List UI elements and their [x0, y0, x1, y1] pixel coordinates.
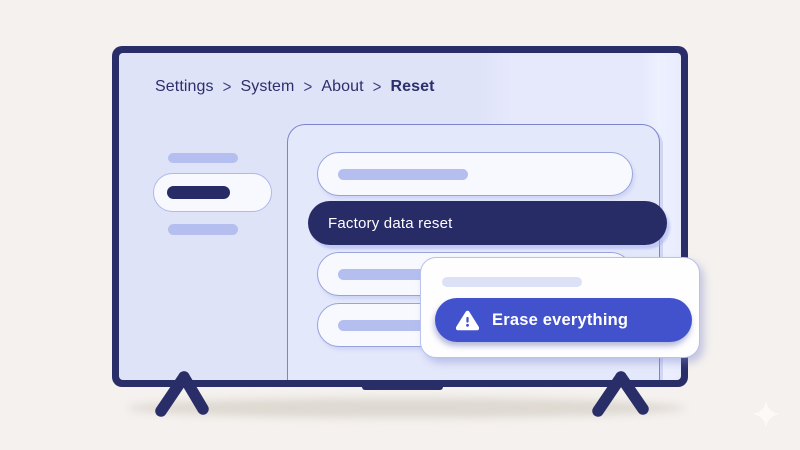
breadcrumb-separator-icon: > — [222, 77, 232, 97]
sparkle-icon — [752, 400, 780, 428]
menu-row-placeholder — [338, 169, 468, 180]
sidebar-placeholder-item — [168, 153, 238, 163]
erase-everything-button[interactable]: Erase everything — [435, 298, 692, 342]
breadcrumb-item-settings[interactable]: Settings — [155, 78, 214, 95]
menu-row-placeholder — [338, 320, 468, 331]
breadcrumb-separator-icon: > — [303, 77, 313, 97]
erase-everything-label: Erase everything — [492, 310, 629, 329]
breadcrumb-separator-icon: > — [372, 77, 382, 97]
breadcrumb: Settings > System > About > Reset — [155, 77, 435, 97]
menu-row-factory-data-reset[interactable]: Factory data reset — [308, 201, 667, 245]
warning-triangle-icon — [456, 310, 479, 330]
factory-data-reset-label: Factory data reset — [328, 214, 453, 232]
sidebar-placeholder-item — [168, 224, 238, 235]
breadcrumb-item-system[interactable]: System — [240, 78, 295, 95]
tv-ground-shadow — [128, 398, 684, 418]
breadcrumb-item-about[interactable]: About — [321, 78, 364, 95]
breadcrumb-item-reset: Reset — [390, 78, 435, 95]
reset-confirm-dialog: Erase everything — [420, 257, 700, 358]
menu-row-placeholder — [338, 269, 468, 280]
menu-row[interactable] — [317, 152, 633, 196]
sidebar-selected-placeholder — [167, 186, 230, 199]
sidebar-item-selected[interactable] — [153, 173, 272, 212]
dialog-text-placeholder — [442, 277, 582, 287]
